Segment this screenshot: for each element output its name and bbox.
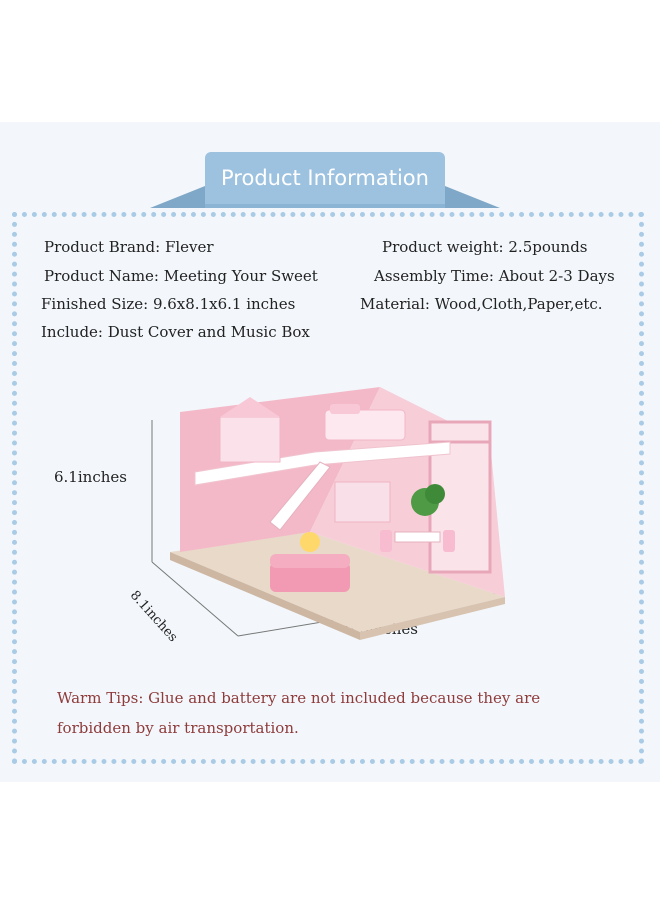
finished-size: Finished Size: 9.6x8.1x6.1 inches [41, 295, 296, 313]
product-name: Product Name: Meeting Your Sweet [44, 267, 318, 285]
material: Material: Wood,Cloth,Paper,etc. [360, 295, 603, 313]
warm-tips-line2: forbidden by air transportation. [57, 719, 299, 737]
dotted-frame [12, 212, 644, 764]
banner-title: Product Information [221, 166, 429, 190]
height-label: 6.1inches [54, 468, 127, 486]
ribbon-banner: Product Information [205, 152, 445, 208]
product-info-card: Product Information Product Brand: Fleve… [0, 122, 660, 782]
dollhouse-image [170, 387, 505, 640]
title-ribbon: Product Information [150, 150, 500, 220]
product-weight: Product weight: 2.5pounds [382, 238, 588, 256]
product-brand: Product Brand: Flever [44, 238, 214, 256]
assembly-time: Assembly Time: About 2-3 Days [374, 267, 615, 285]
warm-tips-line1: Warm Tips: Glue and battery are not incl… [57, 689, 541, 707]
include: Include: Dust Cover and Music Box [41, 323, 310, 341]
